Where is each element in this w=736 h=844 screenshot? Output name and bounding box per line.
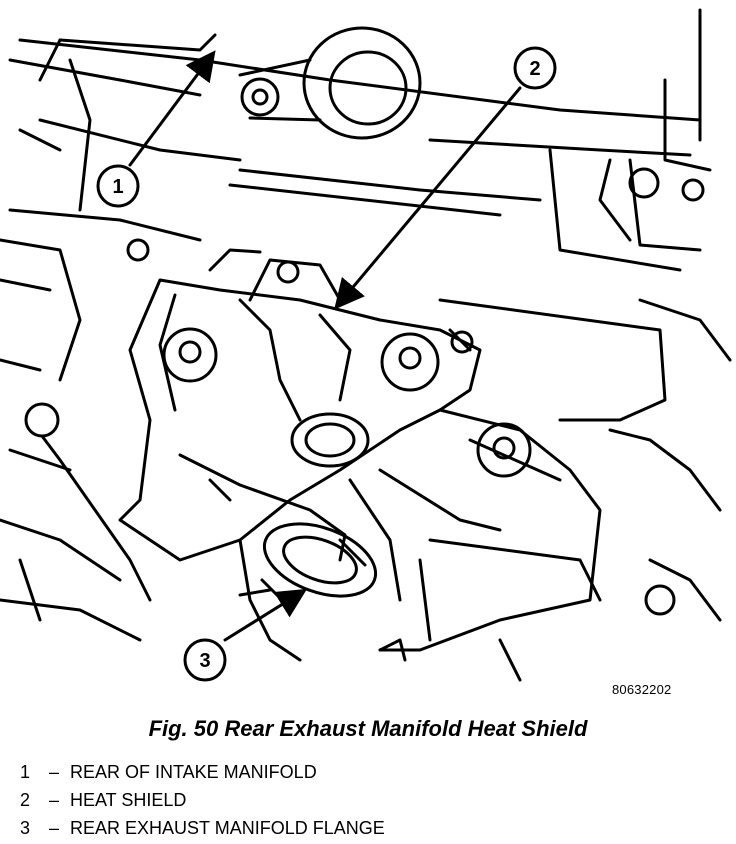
legend-item-number: 3	[20, 818, 31, 838]
legend-item: 1–REAR OF INTAKE MANIFOLD	[20, 758, 385, 786]
right-components	[498, 158, 722, 682]
legend-item-number: 2	[20, 790, 31, 810]
legend-list: 1–REAR OF INTAKE MANIFOLD 2–HEAT SHIELD …	[20, 758, 385, 842]
callout-2-arrow	[334, 86, 522, 310]
figure-caption: Fig. 50 Rear Exhaust Manifold Heat Shiel…	[148, 716, 588, 741]
diagram-figure: 1 2 3	[0, 8, 732, 682]
legend-separator: –	[48, 790, 59, 810]
callout-1: 1	[96, 164, 140, 208]
legend-item: 3–REAR EXHAUST MANIFOLD FLANGE	[20, 814, 385, 842]
exhaust-flange	[178, 453, 407, 662]
legend-item-label: REAR EXHAUST MANIFOLD FLANGE	[70, 818, 385, 838]
legend-separator: –	[48, 818, 59, 838]
legend-separator: –	[48, 762, 59, 782]
callout-3-arrow	[223, 588, 308, 642]
callout-3-number: 3	[199, 650, 210, 672]
legend-item-label: HEAT SHIELD	[70, 790, 187, 810]
callout-2: 2	[513, 46, 557, 90]
intake-manifold	[38, 26, 422, 140]
heat-shield	[118, 238, 667, 562]
legend-item: 2–HEAT SHIELD	[20, 786, 385, 814]
callout-2-number: 2	[529, 58, 540, 80]
engine-block-lines	[0, 8, 732, 512]
exhaust-manifold	[348, 408, 602, 652]
legend-item-label: REAR OF INTAKE MANIFOLD	[70, 762, 317, 782]
engine-illustration: 1 2 3	[0, 8, 732, 682]
legend-item-number: 1	[20, 762, 31, 782]
figure-id-code: 80632202	[612, 682, 672, 697]
callout-1-number: 1	[112, 176, 123, 198]
left-bracket	[0, 402, 152, 642]
callout-1-arrow	[128, 50, 216, 167]
callout-3: 3	[183, 638, 227, 682]
